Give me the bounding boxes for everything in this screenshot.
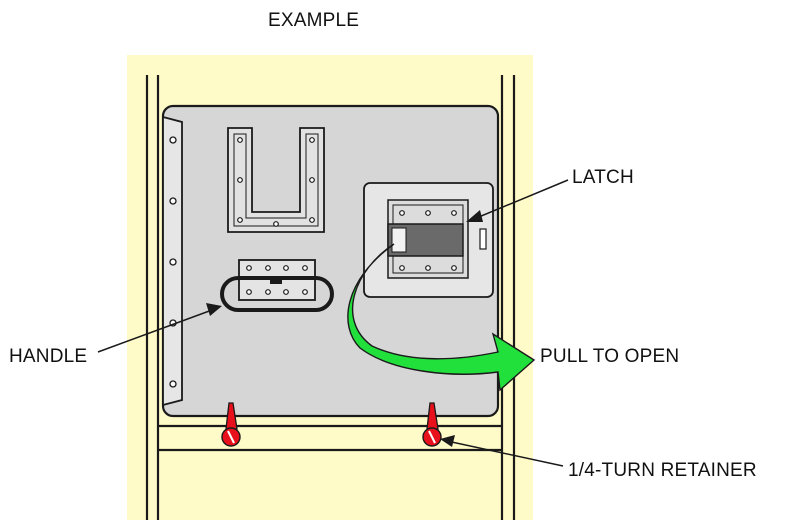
handle-assembly [220,259,334,312]
pull-direction-arrow [347,243,536,392]
retainer-label: 1/4-TURN RETAINER [568,460,757,481]
handle-label: HANDLE [9,346,88,367]
leader-lines [97,179,569,467]
quarter-turn-retainer-left [221,402,241,447]
latch-assembly [363,182,494,298]
diagram-title: EXAMPLE [268,10,360,31]
hinge-strip [162,115,183,407]
pull-to-open-label: PULL TO OPEN [540,346,680,367]
u-doubler-plate [227,127,325,233]
rack-rails [145,75,516,520]
latch-label: LATCH [572,167,634,188]
quarter-turn-retainer-right [422,402,442,447]
